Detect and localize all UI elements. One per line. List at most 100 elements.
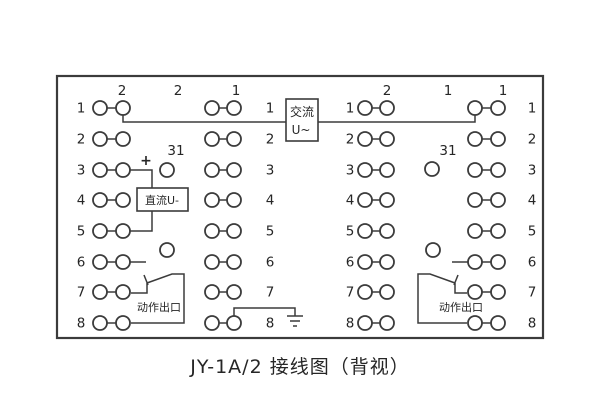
row-number: 6 xyxy=(528,255,537,271)
group-label-top-right-1: 2 xyxy=(383,83,392,99)
terminal-circle xyxy=(490,315,506,331)
terminal-circle xyxy=(92,131,108,147)
row-number: 8 xyxy=(77,316,86,332)
terminal-circle xyxy=(226,192,242,208)
ac-box-label-line1: 交流 xyxy=(290,104,314,119)
row-number: 7 xyxy=(266,285,275,301)
ground-wire xyxy=(233,307,296,316)
terminal-pair xyxy=(92,162,131,178)
terminal-pairs xyxy=(92,100,506,331)
row-number: 1 xyxy=(77,101,86,117)
diagram-title: JY-1A/2 接线图（背视） xyxy=(190,356,410,378)
terminal-pair xyxy=(357,315,395,331)
terminal-circle xyxy=(92,100,108,116)
dc-supply-circuit: + 直流U- xyxy=(130,153,189,232)
terminal-pair xyxy=(204,131,242,147)
row-number: 4 xyxy=(528,193,537,209)
terminal-circle xyxy=(226,131,242,147)
group-label-top-right-2: 1 xyxy=(444,83,453,99)
terminal-pair xyxy=(467,284,506,300)
terminal-circle xyxy=(467,254,483,270)
terminal-circle xyxy=(115,223,131,239)
row-number: 1 xyxy=(528,101,537,117)
row-number: 2 xyxy=(346,132,355,148)
ac-supply-circuit: 交流 U~ xyxy=(122,98,476,142)
terminal-pair xyxy=(92,315,131,331)
row-number: 3 xyxy=(346,163,355,179)
row-number: 5 xyxy=(77,224,86,240)
terminal-pair xyxy=(467,254,506,270)
row-number: 6 xyxy=(346,255,355,271)
terminal-pair xyxy=(467,131,506,147)
terminal-circle xyxy=(379,100,395,116)
diagram-frame xyxy=(55,74,545,340)
terminal-circle xyxy=(115,131,131,147)
terminal-pair xyxy=(357,284,395,300)
terminal-circle xyxy=(357,284,373,300)
group-label-top-left-3: 1 xyxy=(232,83,241,99)
terminal-circle xyxy=(467,315,483,331)
terminal-circle xyxy=(379,315,395,331)
terminal-pair xyxy=(204,162,242,178)
terminal-circle xyxy=(467,223,483,239)
terminal-circle xyxy=(115,254,131,270)
terminal-circle xyxy=(92,223,108,239)
ac-supply-box xyxy=(285,98,319,142)
contact-wire xyxy=(131,273,185,324)
terminal-pair xyxy=(204,254,242,270)
row-number: 2 xyxy=(528,132,537,148)
row-number: 5 xyxy=(266,224,275,240)
contact-wire xyxy=(417,273,467,324)
terminal-circle xyxy=(357,131,373,147)
terminal-pair xyxy=(357,223,395,239)
row-number: 2 xyxy=(266,132,275,148)
terminal-pair xyxy=(204,223,242,239)
row-number: 6 xyxy=(266,255,275,271)
dc-plus-sign: + xyxy=(140,153,152,169)
dc-box-label: 直流U- xyxy=(145,193,179,207)
action-outlet-label: 动作出口 xyxy=(137,300,181,314)
row-number: 5 xyxy=(528,224,537,240)
terminal-circle xyxy=(115,162,131,178)
terminal-circle xyxy=(92,162,108,178)
spare-terminal-31-left: 31 xyxy=(159,143,185,178)
terminal-circle xyxy=(467,192,483,208)
terminal-circle xyxy=(226,223,242,239)
terminal-pair xyxy=(92,223,131,239)
contact-lead xyxy=(131,283,148,294)
terminal-circle xyxy=(467,284,483,300)
terminal-circle xyxy=(92,284,108,300)
dc-wire-bottom xyxy=(130,211,153,232)
terminal-pair xyxy=(357,162,395,178)
row-number: 5 xyxy=(346,224,355,240)
terminal-circle xyxy=(204,315,220,331)
terminal-circle xyxy=(226,100,242,116)
action-outlet-left: 动作出口 xyxy=(130,261,185,324)
terminal-circle xyxy=(115,284,131,300)
terminal-pair xyxy=(467,162,506,178)
terminal-circle xyxy=(379,223,395,239)
terminal-circle xyxy=(490,223,506,239)
terminal-circle xyxy=(115,100,131,116)
terminal-circle xyxy=(490,254,506,270)
terminal-circle xyxy=(467,100,483,116)
terminal-pair xyxy=(357,131,395,147)
terminal-circle xyxy=(357,254,373,270)
group-label-top-left-2: 2 xyxy=(174,83,183,99)
terminal-circle xyxy=(357,162,373,178)
terminal-pair xyxy=(204,100,242,116)
contact-lead xyxy=(454,283,467,294)
group-label-top-left-1: 2 xyxy=(118,83,127,99)
terminal-circle xyxy=(379,284,395,300)
terminal-circle xyxy=(204,131,220,147)
action-outlet-label: 动作出口 xyxy=(439,300,483,314)
row-number: 7 xyxy=(528,285,537,301)
terminal-pair xyxy=(357,100,395,116)
terminal-circle xyxy=(490,192,506,208)
terminal-circle xyxy=(357,100,373,116)
terminal-circle xyxy=(379,131,395,147)
terminal-pair xyxy=(467,223,506,239)
terminal-circle xyxy=(379,254,395,270)
